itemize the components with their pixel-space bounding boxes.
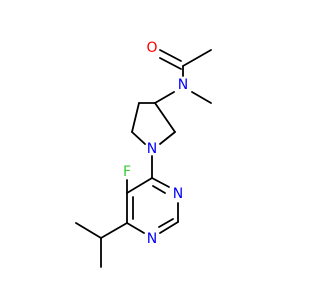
atom-pyrimidine-nitrogen-1: N [147,231,157,247]
bonds [75,49,212,268]
bond-pyr-c2-n [159,131,176,145]
atom-fluorine: F [123,164,131,180]
atom-amide-nitrogen: N [178,77,188,93]
bond-pyr-c3-c2 [154,102,176,133]
bond-n3-c4-inner [152,185,166,194]
bond-carbonyl-2 [159,57,182,70]
bond-c4-c5 [126,177,153,194]
bond-c6-n1 [126,222,145,234]
atom-labels: O N N F N N [123,40,188,247]
bond-n1-c2 [159,221,179,234]
molecule-structure: O N N F N N [75,40,212,268]
bond-pyr-c5-c4 [131,102,140,133]
molecule-diagram: O N N F N N [75,40,212,268]
bond-c6-ipr [100,222,128,239]
bond-n1-c2-inner [158,218,174,228]
atom-oxygen: O [146,40,157,56]
bond-ipr-me1 [75,222,102,239]
atom-pyrimidine-nitrogen-3: N [173,186,183,202]
bond-carbonyl-1 [159,49,182,62]
atom-pyrrolidine-nitrogen: N [147,141,157,157]
bond-n-methyl [191,91,212,104]
bond-n3-c4 [151,177,170,188]
bond-n-pyrrolidine [154,91,175,104]
bond-pyr-n-c5 [131,131,146,145]
bond-carbonyl-methyl [182,49,212,67]
